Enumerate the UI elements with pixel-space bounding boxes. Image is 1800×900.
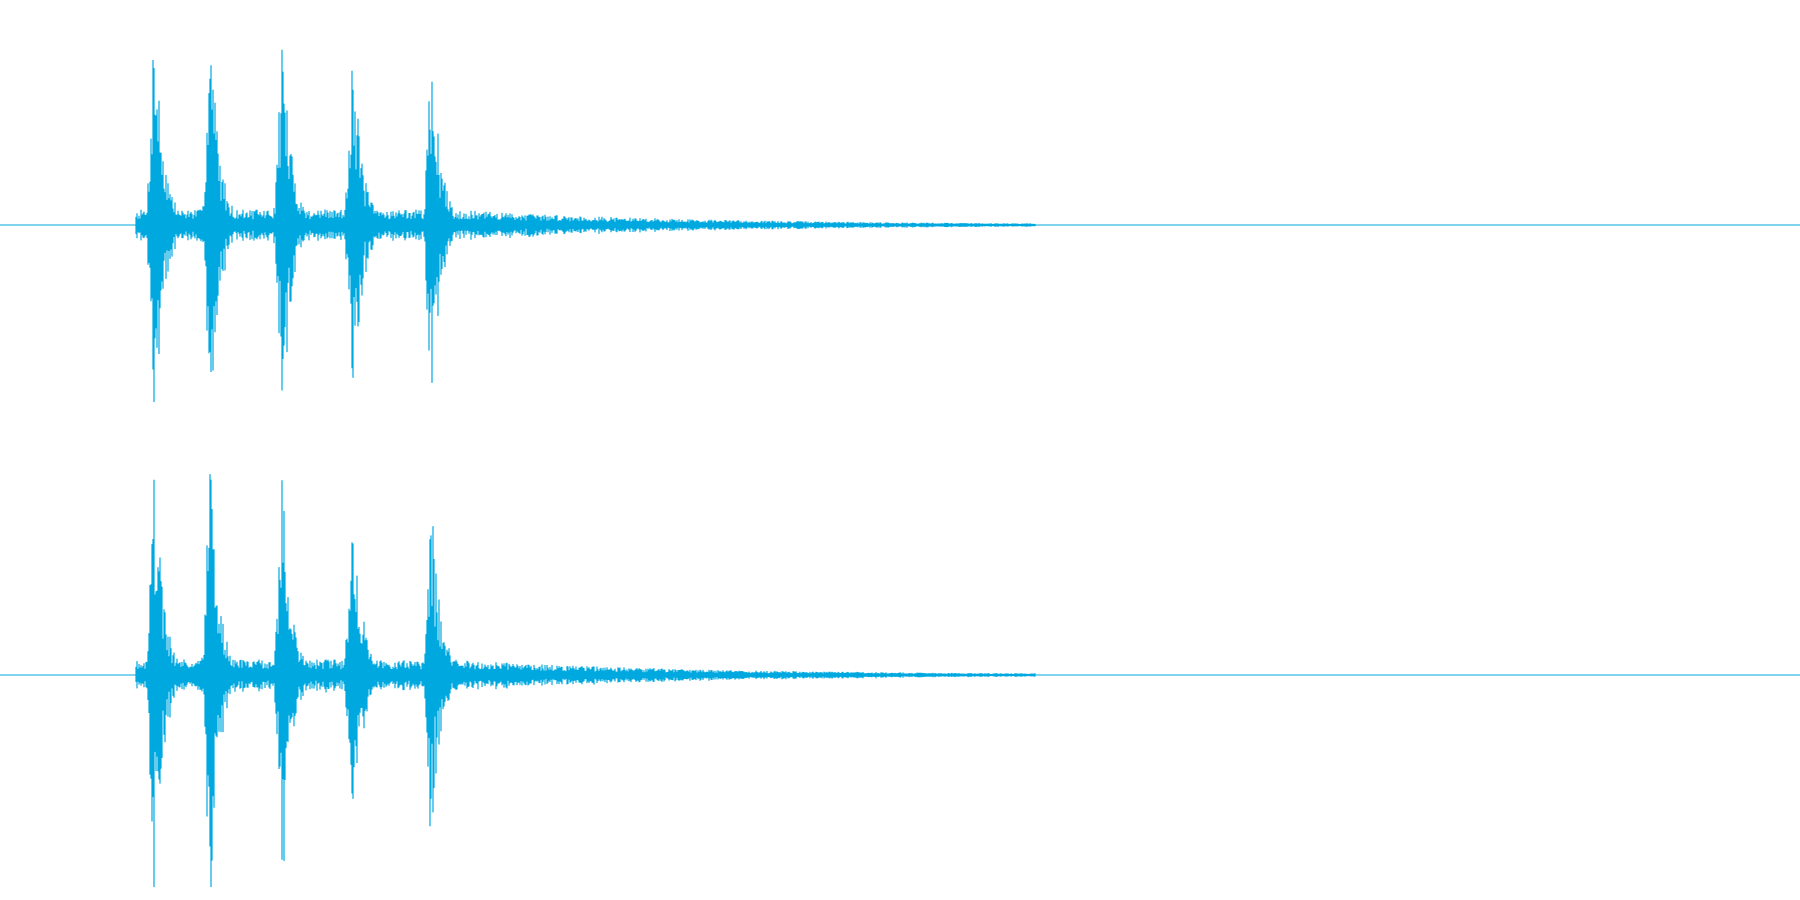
channel-right-wave-path	[135, 474, 1036, 888]
channel-right-waveform[interactable]	[0, 474, 1800, 888]
channel-left-wave-path	[135, 49, 1036, 402]
channel-left-waveform[interactable]	[0, 49, 1800, 402]
